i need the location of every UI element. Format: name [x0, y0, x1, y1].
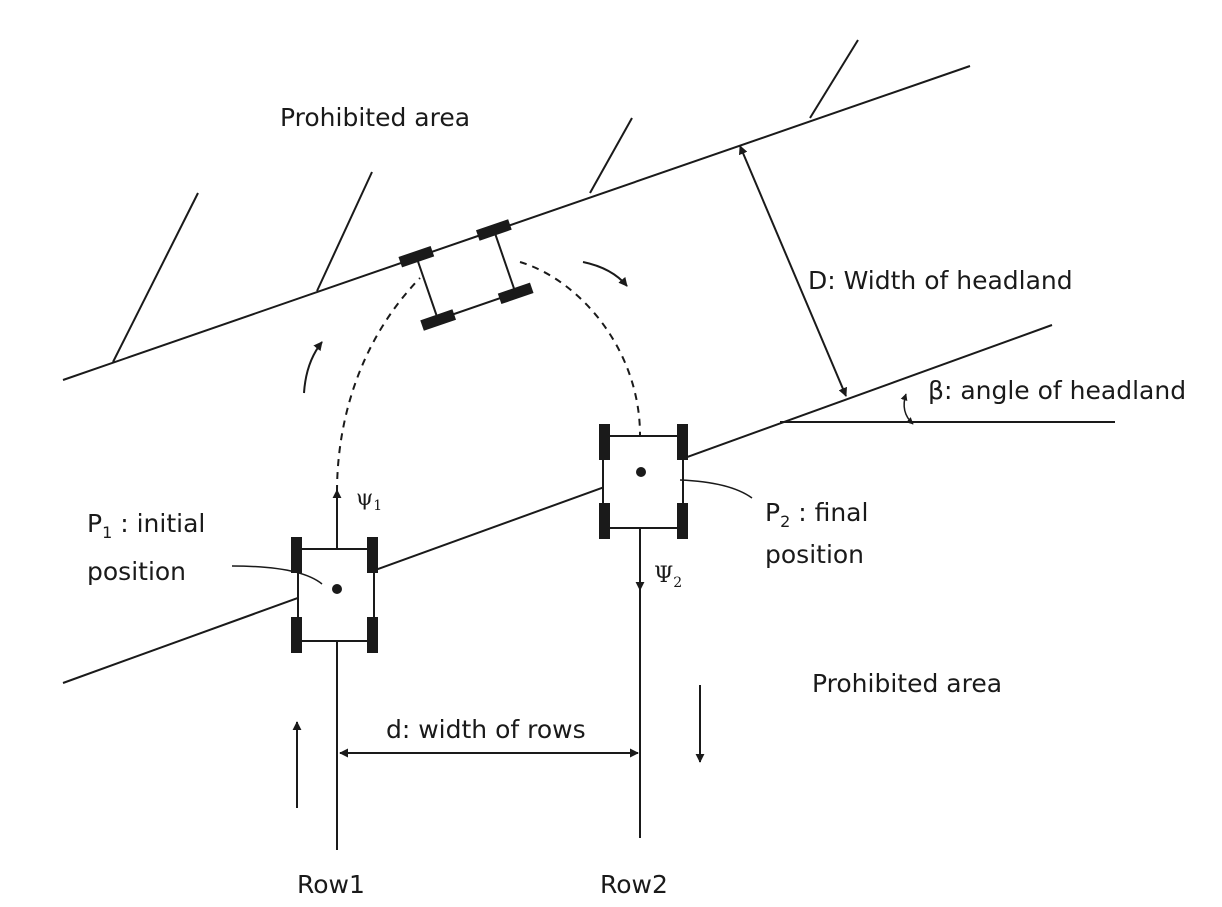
turning-path [336, 277, 421, 493]
hatch-line [589, 117, 633, 194]
row-width-label: d: width of rows [386, 715, 586, 744]
motion-arrow-left [303, 341, 323, 394]
vehicle-final [599, 424, 688, 591]
p2-position-label: position [765, 540, 864, 569]
prohibited-area-bottom-label: Prohibited area [812, 669, 1002, 698]
prohibited-area-top-label: Prohibited area [280, 103, 470, 132]
psi2-label: Ψ2 [654, 563, 682, 591]
psi1-label: ψ1 [356, 486, 382, 514]
wheel [367, 537, 378, 573]
row1-label: Row1 [297, 870, 365, 899]
p1-label: P1 : initial [87, 509, 205, 542]
p2-leader-line [679, 479, 753, 499]
wheel [398, 245, 435, 268]
wheel [420, 309, 457, 331]
wheel [291, 617, 302, 653]
lower-headland-boundary [62, 324, 1053, 684]
wheel [475, 219, 512, 241]
motion-arrow-right [582, 261, 628, 287]
vehicle-center-dot [636, 467, 646, 477]
wheel [497, 282, 534, 305]
hatch-line [809, 39, 859, 119]
wheel [599, 424, 610, 460]
beta-angle-arc [900, 393, 914, 425]
wheel [599, 503, 610, 539]
headland-angle-label: β: angle of headland [928, 376, 1186, 405]
wheel [367, 617, 378, 653]
vehicle-center-dot [332, 584, 342, 594]
upper-headland-boundary [62, 39, 971, 381]
headland-width-arrow [739, 145, 847, 397]
hatch-line [112, 192, 199, 363]
turning-path [519, 261, 641, 436]
wheel [677, 503, 688, 539]
vehicle-turning [398, 219, 534, 331]
wheel [291, 537, 302, 573]
p1-position-label: position [87, 557, 186, 586]
headland-width-label: D: Width of headland [808, 266, 1073, 295]
p2-label: P2 : final [765, 498, 868, 531]
row2-label: Row2 [600, 870, 668, 899]
p1-leader-line [231, 565, 323, 585]
vehicle-initial [291, 489, 378, 653]
wheel [677, 424, 688, 460]
hatch-line [316, 171, 373, 292]
